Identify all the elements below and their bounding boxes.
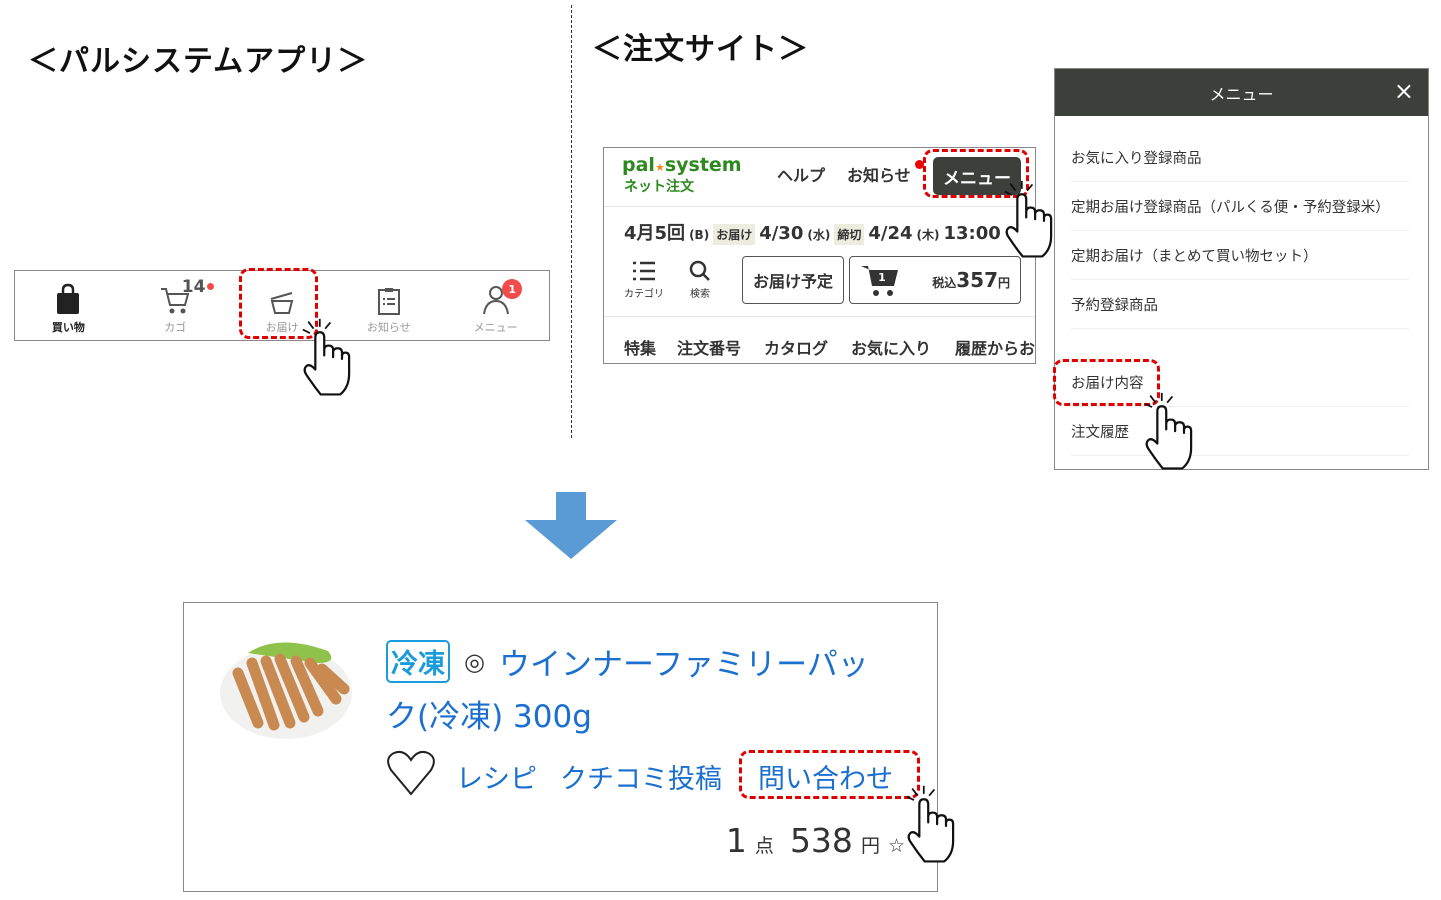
pointing-hand-icon	[1003, 180, 1053, 258]
list-icon	[633, 261, 655, 281]
logo-subtitle: ネット注文	[624, 179, 694, 195]
menu-item-order-history[interactable]: 注文履歴	[1071, 407, 1409, 456]
pointing-hand-icon	[301, 318, 351, 396]
frozen-tag: 冷凍	[386, 640, 450, 683]
highlight-delivery-content	[1053, 359, 1160, 406]
menu-panel: メニュー × お気に入り登録商品 定期お届け登録商品（パルくる便・予約登録米） …	[1054, 68, 1429, 470]
nav-label: お届け	[265, 321, 299, 334]
recipe-link[interactable]: レシピ	[456, 764, 537, 795]
price-info: 1 点 538 円 ☆	[725, 821, 905, 860]
menu-item-regular-set[interactable]: 定期お届け（まとめて買い物セット）	[1071, 231, 1409, 280]
tab-favorites[interactable]: お気に入り	[851, 339, 932, 358]
nav-menu[interactable]: 1 メニュー	[442, 271, 549, 340]
divider	[604, 206, 1035, 207]
nav-label: 買い物	[51, 321, 85, 334]
menu-item-reserved[interactable]: 予約登録商品	[1071, 280, 1409, 329]
product-image[interactable]	[218, 633, 354, 741]
tab-catalog[interactable]: カタログ	[764, 339, 829, 358]
product-title-line2[interactable]: ク(冷凍) 300g	[386, 699, 592, 735]
notice-link[interactable]: お知らせ	[847, 166, 911, 185]
price: 538	[789, 821, 853, 860]
menu-item-delivery-content[interactable]: お届け内容	[1071, 358, 1409, 407]
logo[interactable]: pal★system	[622, 154, 742, 176]
product-card: 冷凍 ◎ ウインナーファミリーパッ ク(冷凍) 300g レシピ クチコミ投稿 …	[183, 602, 938, 892]
divider	[604, 316, 1035, 317]
notification-dot	[915, 160, 924, 169]
highlight-menu	[923, 149, 1029, 198]
nav-cart[interactable]: 14 カゴ	[122, 271, 229, 340]
review-link[interactable]: クチコミ投稿	[560, 764, 722, 795]
cart-button[interactable]: 1 税込357円	[849, 256, 1021, 304]
app-bottom-nav: 買い物 14 カゴ お届け お知らせ 1 メニュー	[14, 270, 550, 341]
nav-label: お知らせ	[366, 321, 411, 334]
help-link[interactable]: ヘルプ	[777, 166, 826, 185]
close-icon[interactable]: ×	[1393, 77, 1414, 105]
section-divider	[571, 5, 572, 438]
cart-count: 14	[181, 277, 206, 297]
notification-dot	[206, 283, 214, 290]
cart-icon: 1	[861, 266, 898, 296]
tab-feature[interactable]: 特集	[624, 339, 657, 358]
site-section-title: ＜注文サイト＞	[592, 32, 809, 67]
shopping-bag-icon	[57, 283, 80, 314]
category-button[interactable]: カテゴリ	[624, 260, 664, 300]
clipboard-icon	[377, 288, 400, 315]
menu-panel-header: メニュー ×	[1055, 69, 1428, 116]
menu-panel-title: メニュー	[1209, 84, 1274, 104]
nav-notice[interactable]: お知らせ	[335, 271, 442, 340]
svg-text:1: 1	[878, 271, 886, 284]
menu-button[interactable]: メニュー	[933, 157, 1021, 195]
nav-shopping[interactable]: 買い物	[15, 271, 122, 340]
mark-icon: ◎	[464, 647, 485, 676]
tab-order-number[interactable]: 注文番号	[677, 339, 742, 358]
heart-icon[interactable]	[386, 750, 436, 796]
menu-item-regular-registered[interactable]: 定期お届け登録商品（パルくる便・予約登録米）	[1071, 182, 1409, 231]
order-site-header: pal★system ネット注文 ヘルプ お知らせ メニュー 4月5回(B) お…	[603, 147, 1036, 364]
delivery-plan-button[interactable]: お届け予定	[742, 256, 844, 304]
cart-total: 税込357円	[932, 268, 1010, 292]
user-icon	[482, 286, 509, 315]
nav-delivery[interactable]: お届け	[229, 271, 336, 340]
search-button[interactable]: 検索	[688, 260, 712, 300]
app-section-title: ＜パルシステムアプリ＞	[28, 44, 369, 79]
nav-label: メニュー	[473, 321, 518, 334]
cart-icon	[161, 288, 190, 314]
highlight-inquiry	[739, 750, 920, 799]
pointing-hand-icon	[905, 785, 955, 863]
delivery-box-icon	[270, 292, 294, 314]
tab-history[interactable]: 履歴からお	[955, 339, 1036, 358]
star-icon[interactable]: ☆	[887, 835, 905, 857]
search-icon	[689, 260, 710, 281]
product-title-line1[interactable]: 冷凍 ◎ ウインナーファミリーパッ	[386, 639, 869, 684]
quantity: 1	[725, 821, 747, 860]
pointing-hand-icon	[1143, 392, 1193, 470]
inquiry-link[interactable]: 問い合わせ	[758, 764, 893, 795]
down-arrow-icon	[525, 492, 617, 559]
menu-badge: 1	[502, 279, 523, 299]
highlight-delivery	[239, 268, 318, 339]
menu-item-favorites[interactable]: お気に入り登録商品	[1071, 133, 1409, 182]
nav-label: カゴ	[164, 321, 187, 334]
